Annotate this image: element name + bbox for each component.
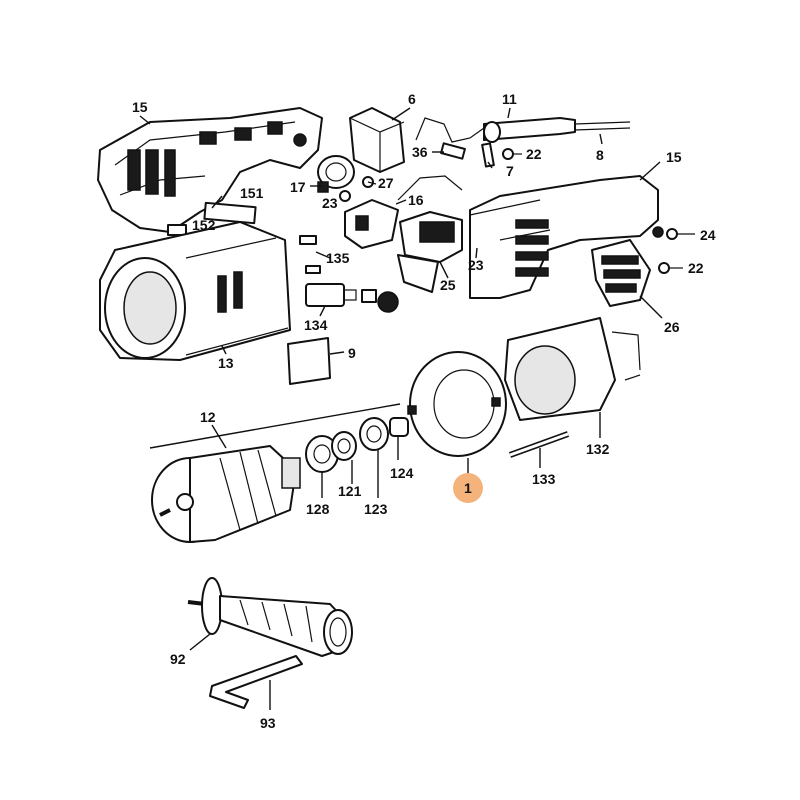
label-27: 27 (378, 175, 394, 191)
callout-labels: 15 6 11 36 22 8 27 7 17 23 15 151 16 152… (132, 91, 716, 731)
housing-rear-handle[interactable] (469, 175, 664, 299)
label-132: 132 (586, 441, 610, 457)
baffle[interactable] (407, 351, 507, 457)
capacitor-block[interactable] (349, 107, 405, 173)
label-12: 12 (200, 409, 216, 425)
leader-lines (139, 107, 663, 710)
hex-key[interactable] (209, 655, 303, 709)
brush-spring[interactable] (299, 235, 321, 274)
label-23-mid: 23 (468, 257, 484, 273)
label-26: 26 (664, 319, 680, 335)
housing-half-left[interactable] (97, 107, 323, 233)
label-133: 133 (532, 471, 556, 487)
strain-relief-clip[interactable] (440, 142, 466, 160)
label-11: 11 (502, 91, 517, 107)
washer-121[interactable] (331, 431, 357, 461)
label-93: 93 (260, 715, 276, 731)
label-8: 8 (596, 147, 604, 163)
label-1-highlighted: 1 (464, 480, 472, 496)
field-coil[interactable] (504, 317, 641, 421)
label-151 (203, 201, 257, 225)
pin[interactable] (508, 431, 570, 458)
label-124: 124 (390, 465, 414, 481)
label-15-left: 15 (132, 99, 148, 115)
side-handle[interactable] (187, 577, 353, 657)
collar-124[interactable] (389, 417, 409, 437)
carbon-brush[interactable] (305, 283, 399, 313)
name-plate[interactable] (287, 337, 331, 385)
label-22-right: 22 (688, 260, 704, 276)
screw-23-top[interactable] (339, 190, 351, 202)
label-135: 135 (326, 250, 350, 266)
screw-22-right[interactable] (658, 262, 683, 274)
bearing-123[interactable] (359, 417, 389, 451)
label-7: 7 (506, 163, 514, 179)
label-16: 16 (408, 192, 424, 208)
switch-wiring[interactable] (344, 175, 463, 249)
label-25: 25 (440, 277, 456, 293)
label-152: 152 (192, 217, 216, 233)
label-128: 128 (306, 501, 330, 517)
power-cord[interactable] (415, 117, 631, 143)
label-23-top: 23 (322, 195, 338, 211)
label-152 (167, 224, 187, 236)
switch[interactable] (397, 211, 463, 293)
label-6: 6 (408, 91, 416, 107)
label-123: 123 (364, 501, 388, 517)
armature[interactable] (151, 445, 301, 543)
label-9: 9 (348, 345, 356, 361)
motor-housing[interactable] (99, 221, 291, 361)
label-17: 17 (290, 179, 306, 195)
label-13: 13 (218, 355, 234, 371)
brush-holder[interactable] (317, 155, 355, 193)
vent-cover[interactable] (591, 239, 651, 307)
screw-24[interactable] (666, 228, 695, 240)
label-121: 121 (338, 483, 362, 499)
highlight-marker (453, 473, 483, 503)
label-151: 151 (240, 185, 264, 201)
label-36: 36 (412, 144, 428, 160)
label-15-right: 15 (666, 149, 682, 165)
label-24: 24 (700, 227, 716, 243)
label-22-top: 22 (526, 146, 542, 162)
label-92: 92 (170, 651, 186, 667)
label-134: 134 (304, 317, 328, 333)
screw-22-top[interactable] (502, 148, 522, 160)
